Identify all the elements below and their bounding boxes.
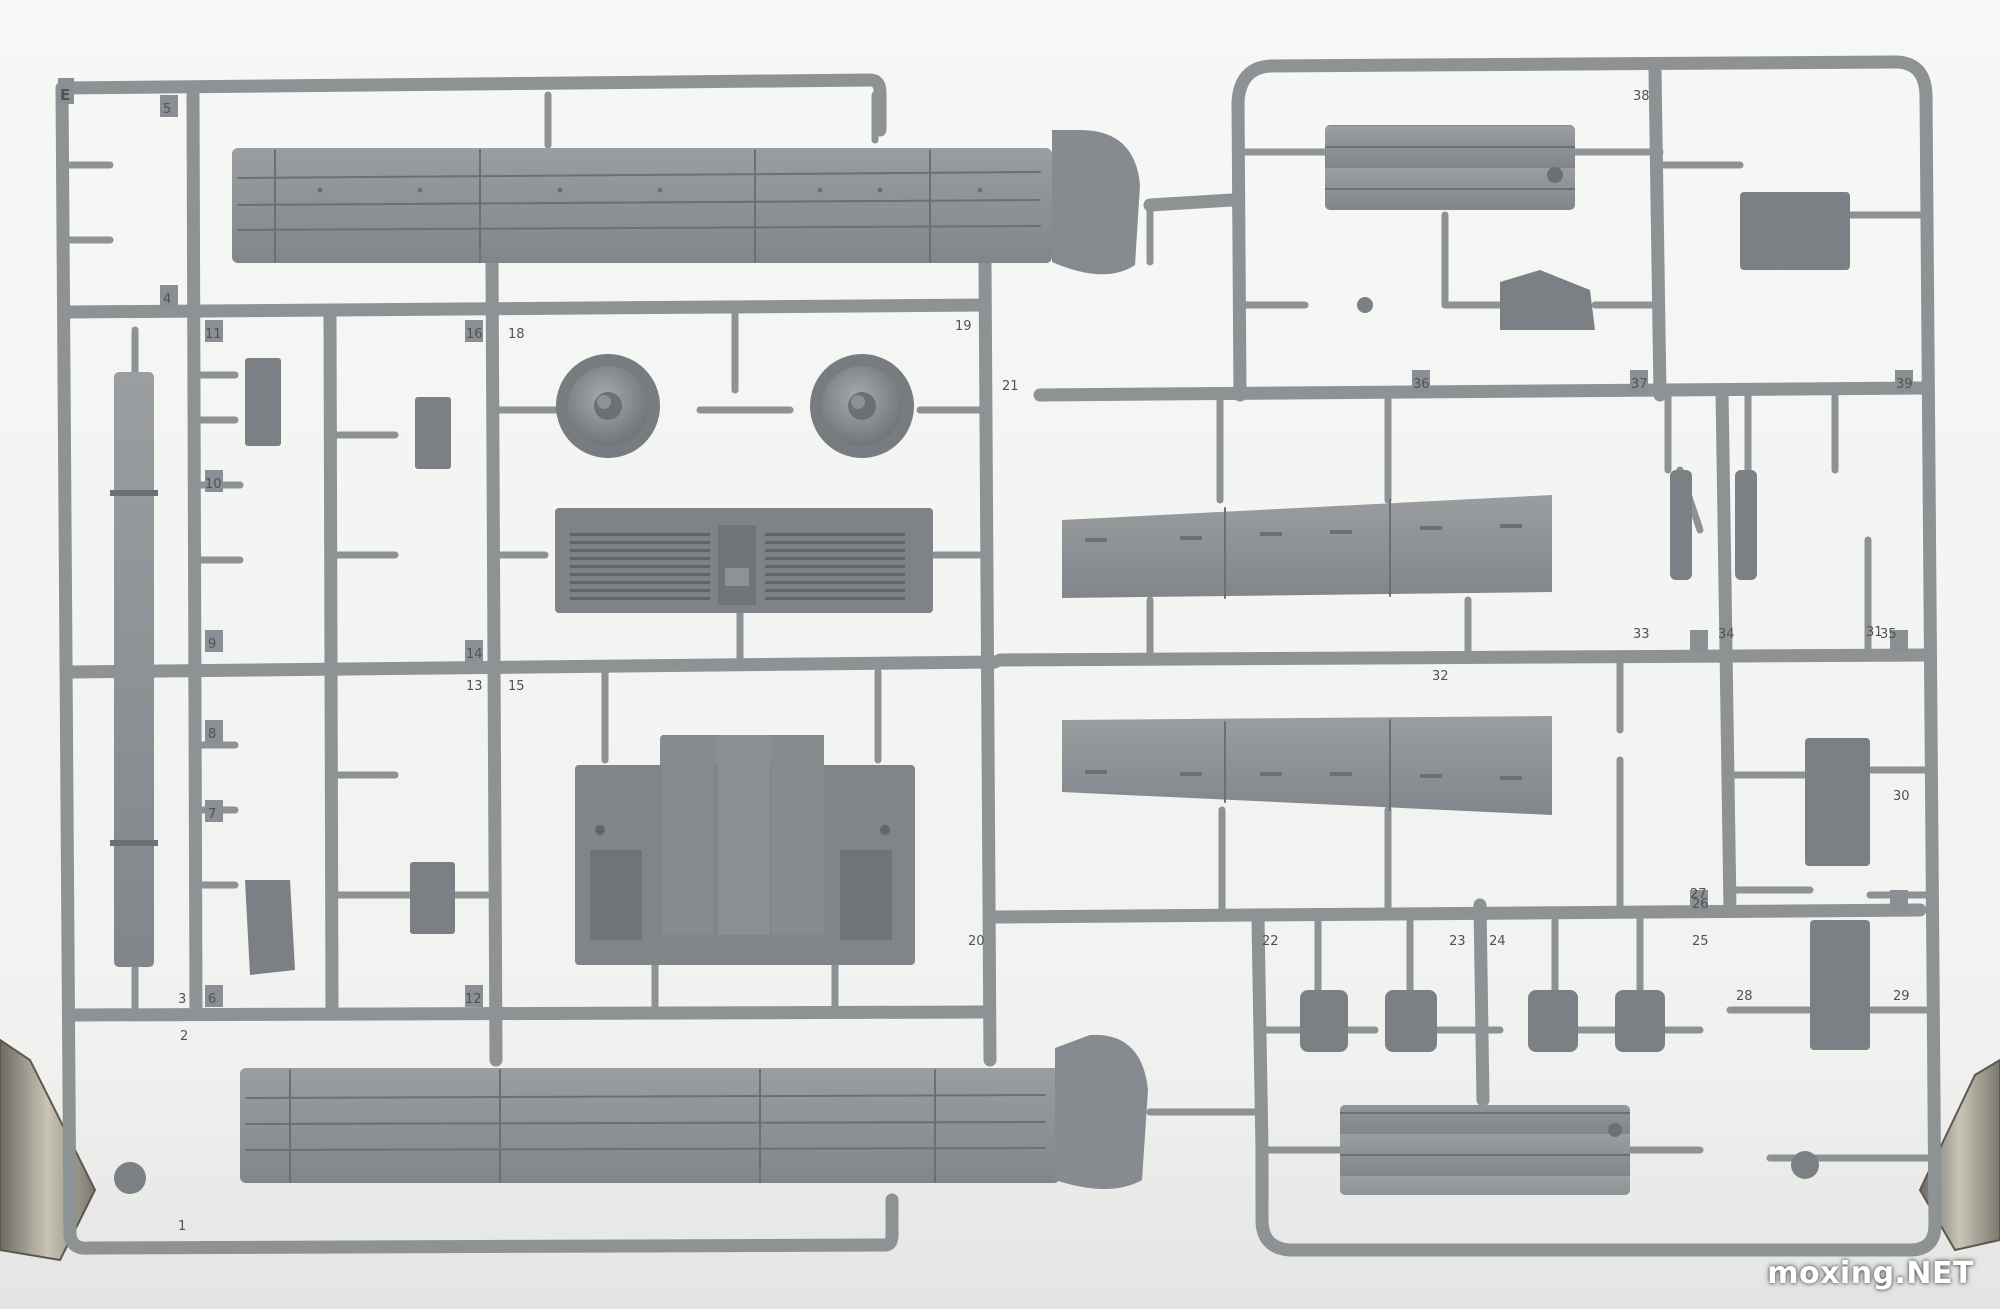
small-parts <box>114 192 1870 1194</box>
ammo-box-top <box>1325 125 1575 210</box>
engine-grille-panel <box>555 508 933 613</box>
part-number: 12 <box>465 992 482 1007</box>
part-number: 7 <box>208 807 216 822</box>
part-number: 32 <box>1432 669 1449 684</box>
part-number: 26 <box>1692 897 1709 912</box>
long-rod <box>110 372 158 967</box>
rear-hull-plate <box>575 735 915 965</box>
part-number: 10 <box>205 477 222 492</box>
part-number: 5 <box>163 102 171 117</box>
part-number: 36 <box>1413 377 1430 392</box>
part-number: 25 <box>1692 934 1709 949</box>
part-number: 11 <box>205 327 222 342</box>
part-number: 31 <box>1866 625 1883 640</box>
part-number: 22 <box>1262 934 1279 949</box>
top-fender-panel <box>232 130 1140 275</box>
part-number: 6 <box>208 992 216 1007</box>
part-number: 28 <box>1736 989 1753 1004</box>
part-number: 9 <box>208 637 216 652</box>
ammo-box-bottom <box>1340 1105 1630 1195</box>
part-number: 3 <box>178 992 186 1007</box>
part-number: 34 <box>1718 627 1735 642</box>
bottom-fender-panel <box>240 1034 1148 1189</box>
part-number: 13 <box>466 679 483 694</box>
part-number: 16 <box>466 327 483 342</box>
part-number-labels: 5 4 11 10 9 8 7 6 3 2 1 12 13 14 15 16 1… <box>163 89 1913 1234</box>
part-number: 30 <box>1893 789 1910 804</box>
part-number: 4 <box>163 292 171 307</box>
part-number-tabs <box>58 78 1913 1007</box>
part-number: 2 <box>180 1029 188 1044</box>
side-skirt-lower <box>1062 716 1552 815</box>
part-number: 20 <box>968 934 985 949</box>
plastic-sprue <box>55 55 1942 1257</box>
part-number: 38 <box>1633 89 1650 104</box>
part-number: 19 <box>955 319 972 334</box>
right-frame <box>988 55 1942 1257</box>
part-number: 15 <box>508 679 525 694</box>
part-number: 1 <box>178 1219 186 1234</box>
part-number: 29 <box>1893 989 1910 1004</box>
part-number: 18 <box>508 327 525 342</box>
part-number: 37 <box>1631 377 1648 392</box>
part-number: 14 <box>466 647 483 662</box>
part-number: 21 <box>1002 379 1019 394</box>
part-number: 35 <box>1880 627 1897 642</box>
gates <box>66 91 1939 1162</box>
road-wheel-left <box>556 354 660 458</box>
part-number: 39 <box>1896 377 1913 392</box>
part-number: 23 <box>1449 934 1466 949</box>
sprue-letter: E <box>60 86 70 104</box>
part-number: 24 <box>1489 934 1506 949</box>
part-number: 33 <box>1633 627 1650 642</box>
side-skirt-upper <box>1062 495 1552 599</box>
part-number: 27 <box>1690 887 1707 902</box>
part-number: 8 <box>208 727 216 742</box>
road-wheel-right <box>810 354 914 458</box>
watermark-text: moxing.NET <box>1767 1256 1974 1291</box>
